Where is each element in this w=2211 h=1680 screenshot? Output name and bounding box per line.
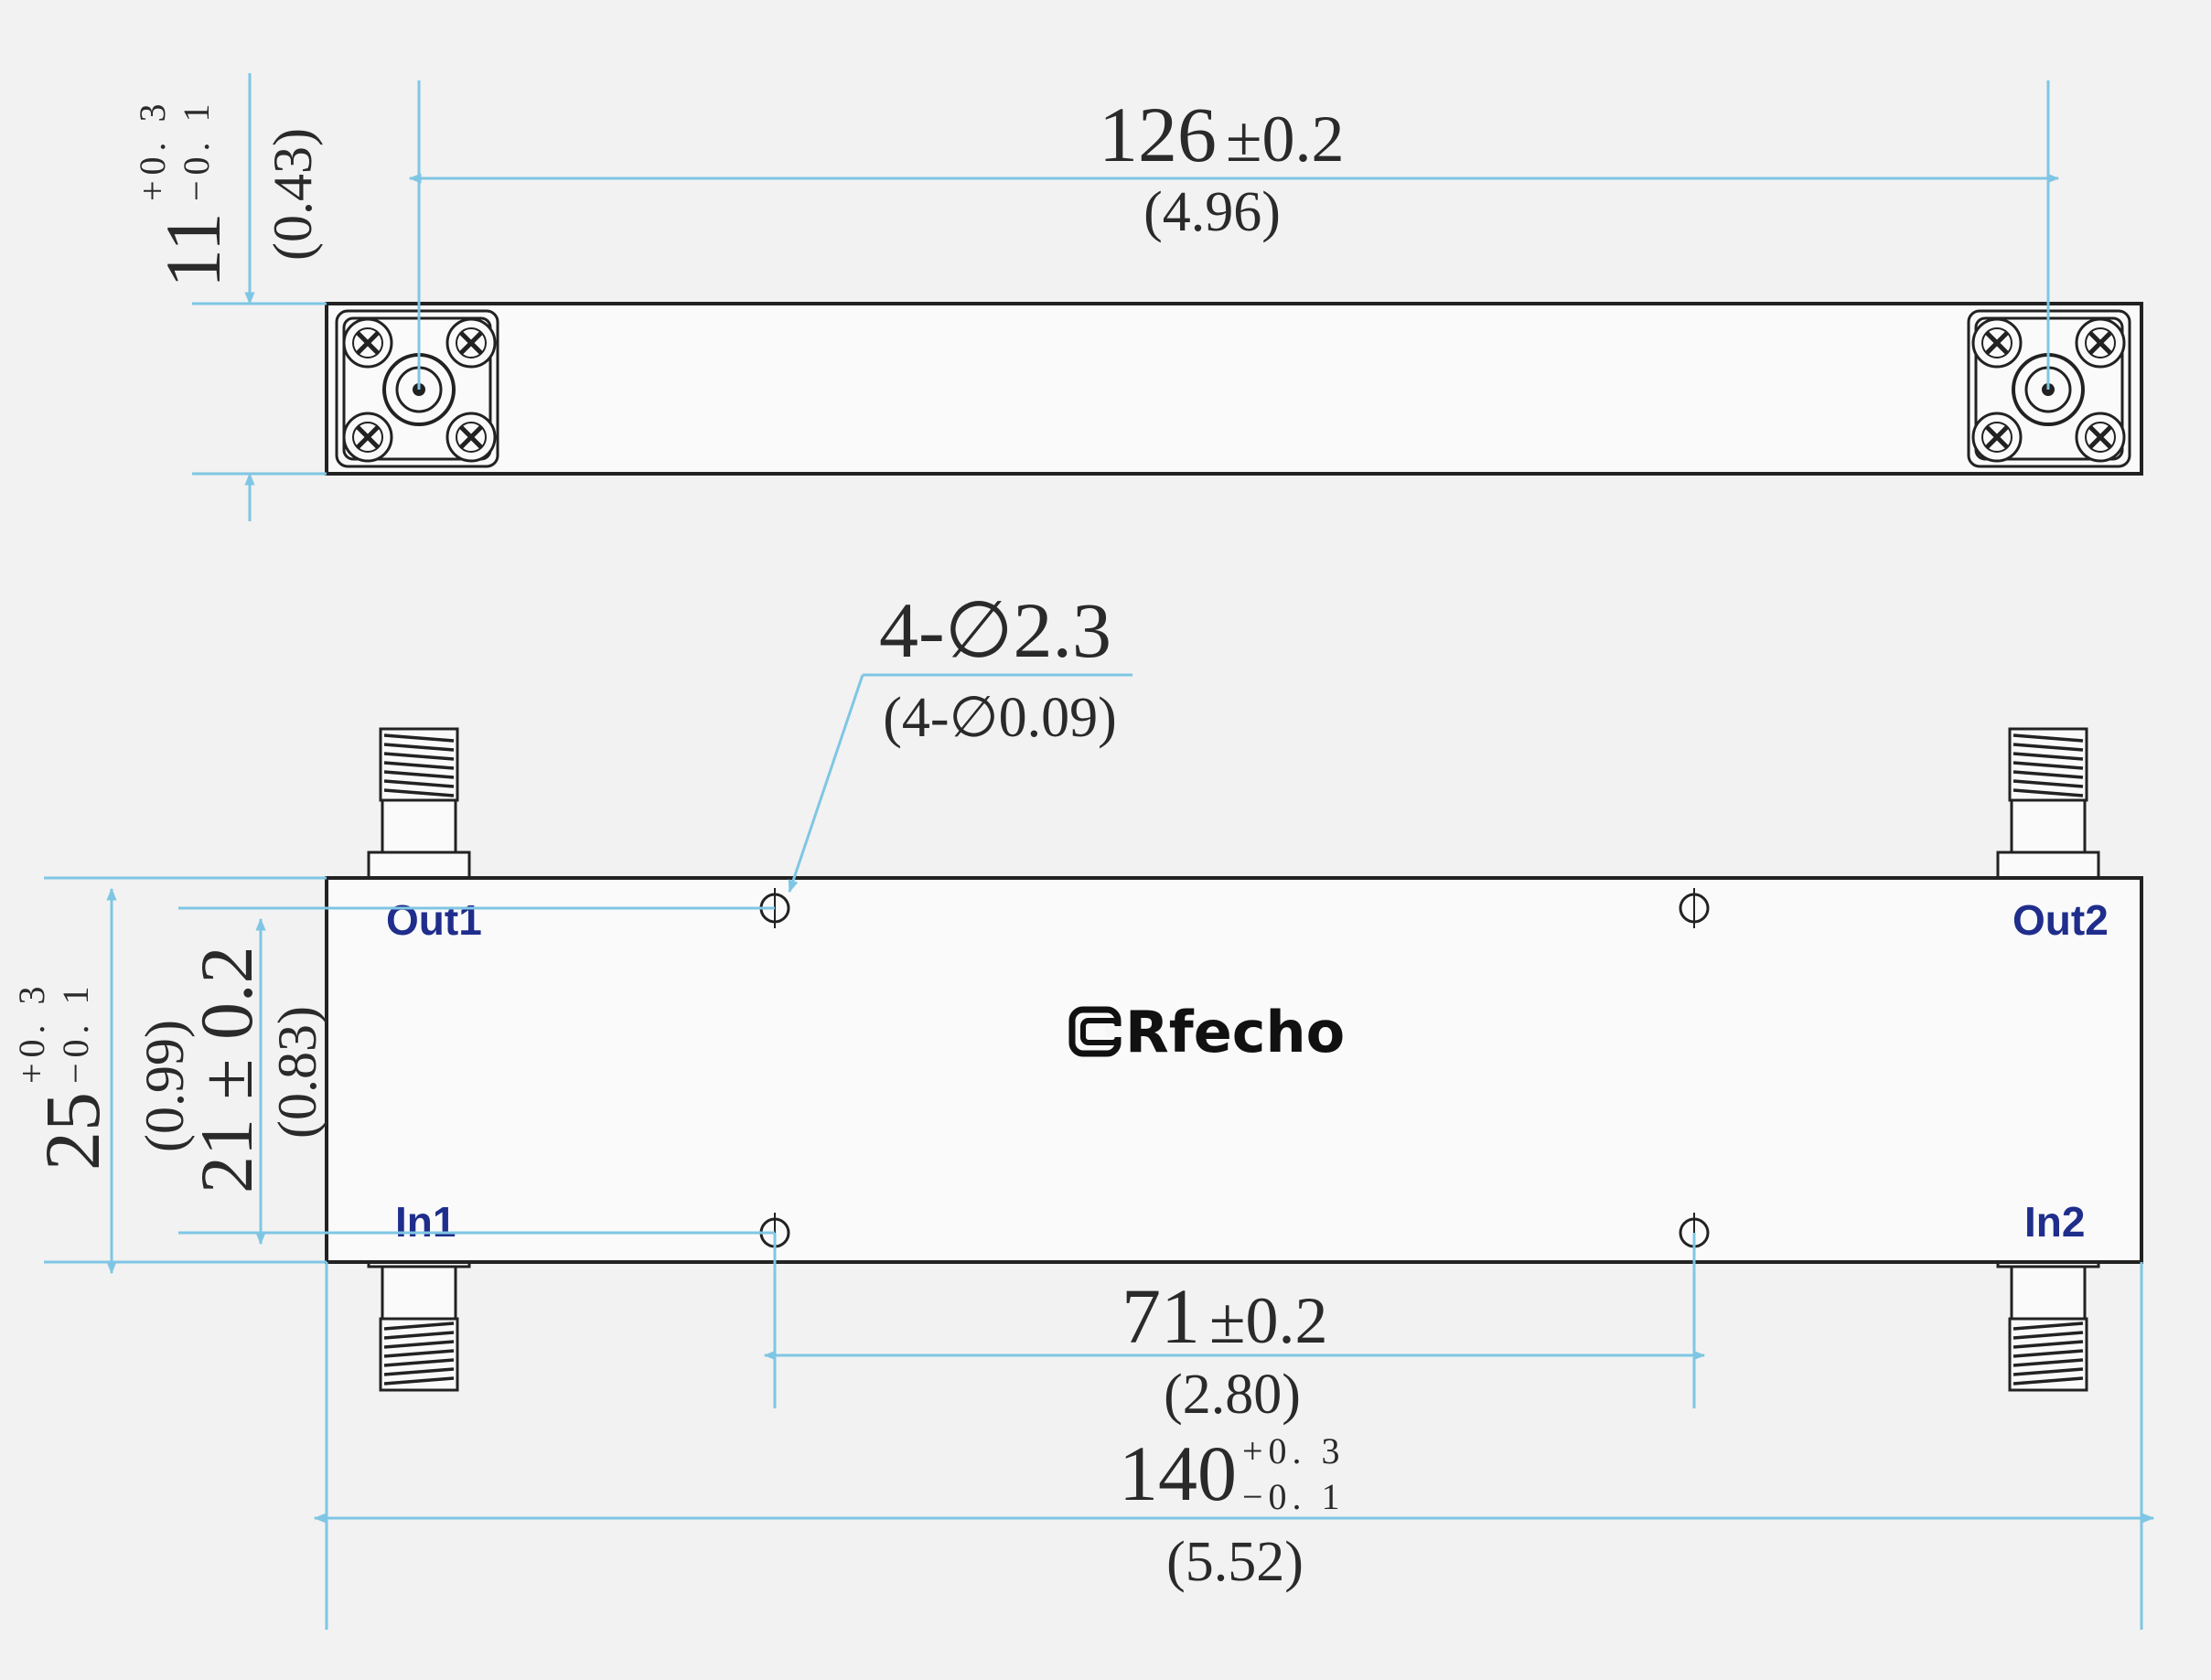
top-length-tolerance: ±0.2 bbox=[1226, 102, 1345, 176]
connector-out1 bbox=[367, 727, 471, 882]
front-height-tol-minus: −0. 1 bbox=[55, 980, 96, 1084]
rfecho-logo: Rfecho bbox=[1068, 999, 1345, 1065]
total-length-tol-minus: −0. 1 bbox=[1242, 1476, 1346, 1517]
dimension-126: 126 ±0.2 (4.96) bbox=[408, 80, 2060, 390]
brand-mark-icon bbox=[1068, 1006, 1122, 1057]
front-height-value: 25 bbox=[28, 1092, 116, 1171]
hole-pitch-h-inch: (2.80) bbox=[1164, 1364, 1301, 1426]
port-label-in2: In2 bbox=[2024, 1198, 2085, 1246]
top-length-inch: (4.96) bbox=[1143, 181, 1281, 243]
dimension-21: 21 ± 0.2 (0.83) bbox=[178, 906, 775, 1246]
dimension-71: 71 ±0.2 (2.80) bbox=[763, 1233, 1706, 1426]
holes-value: 4-∅2.3 bbox=[879, 586, 1111, 674]
front-height-tol-plus: +0. 3 bbox=[11, 980, 52, 1084]
dimension-140: 140 +0. 3 −0. 1 (5.52) bbox=[313, 1262, 2155, 1630]
total-length-value: 140 bbox=[1119, 1429, 1237, 1517]
top-height-value: 11 bbox=[149, 212, 237, 288]
total-length-tol-plus: +0. 3 bbox=[1242, 1430, 1346, 1471]
total-length-inch: (5.52) bbox=[1166, 1531, 1304, 1593]
front-view-body bbox=[325, 876, 2143, 1264]
top-height-tol-plus: +0. 3 bbox=[132, 98, 173, 201]
hole-pitch-v-value: 21 ± 0.2 bbox=[185, 946, 268, 1193]
front-view: Out1 Out2 In1 In2 Rfecho 4-∅2.3 (4-∅0.09… bbox=[11, 586, 2155, 1630]
front-height-inch: (0.99) bbox=[134, 1020, 195, 1152]
top-length-value: 126 bbox=[1099, 91, 1217, 178]
hole-pitch-v-inch: (0.83) bbox=[267, 1006, 327, 1139]
dimension-11: 11 +0. 3 −0. 1 (0.43) bbox=[132, 73, 327, 521]
port-label-out1: Out1 bbox=[386, 896, 482, 944]
connector-out2 bbox=[1996, 727, 2100, 882]
dimension-holes: 4-∅2.3 (4-∅0.09) bbox=[788, 586, 1132, 894]
holes-inch: (4-∅0.09) bbox=[883, 687, 1116, 749]
top-view: 126 ±0.2 (4.96) 11 +0. 3 −0. 1 (0.43) bbox=[132, 73, 2143, 521]
port-label-out2: Out2 bbox=[2012, 896, 2109, 944]
top-height-inch: (0.43) bbox=[263, 128, 323, 261]
top-view-body bbox=[325, 302, 2143, 476]
brand-name: Rfecho bbox=[1125, 999, 1345, 1065]
top-height-tol-minus: −0. 1 bbox=[176, 98, 217, 201]
hole-pitch-h-value: 71 bbox=[1122, 1272, 1200, 1360]
port-label-in1: In1 bbox=[395, 1198, 456, 1246]
dimension-25: 25 +0. 3 −0. 1 (0.99) bbox=[11, 876, 327, 1275]
hole-pitch-h-tolerance: ±0.2 bbox=[1209, 1284, 1328, 1357]
